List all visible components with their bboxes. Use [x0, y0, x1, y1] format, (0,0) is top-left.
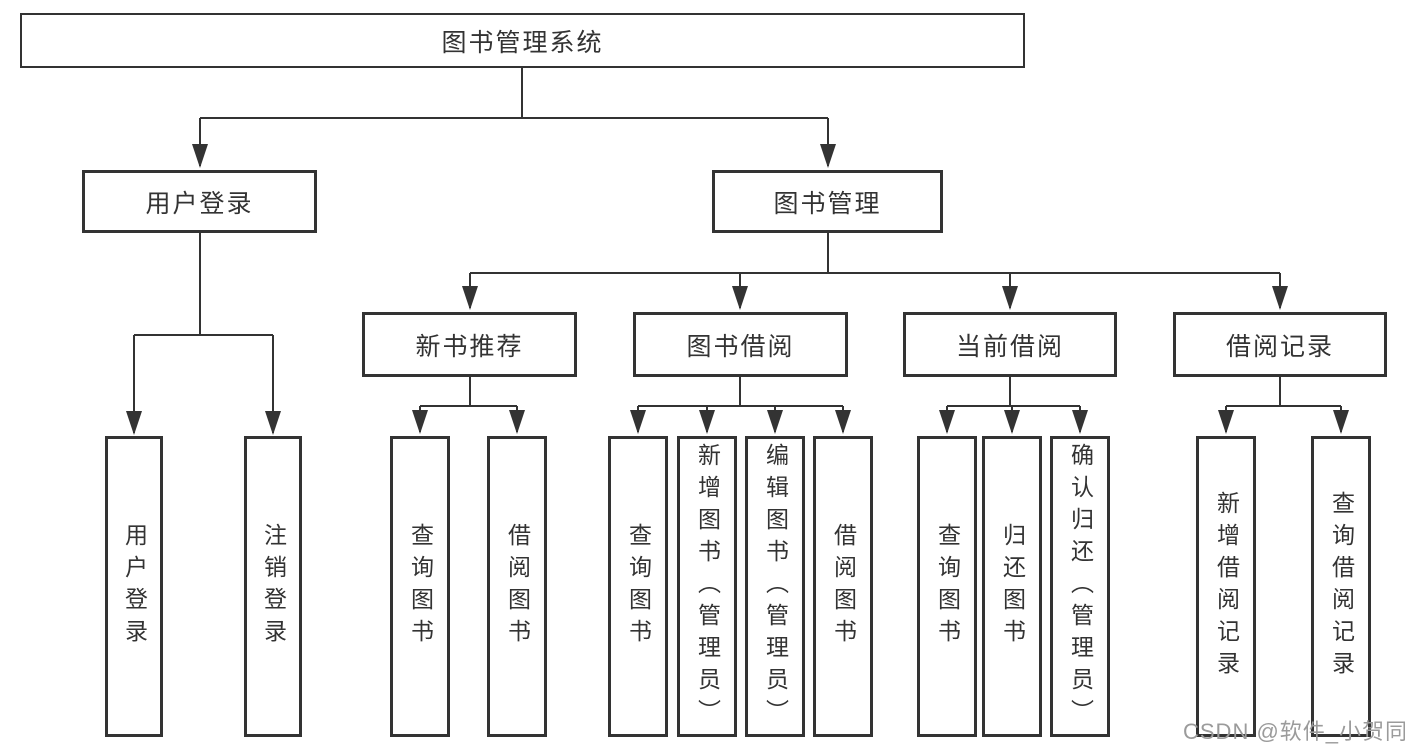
- leaf-add-book-admin-label: 新增图书（管理员）: [694, 442, 721, 731]
- leaf-borrow-book-1: 借阅图书: [487, 436, 547, 737]
- leaf-query-book-3: 查询图书: [917, 436, 977, 737]
- leaf-add-book-admin: 新增图书（管理员）: [677, 436, 737, 737]
- node-book-borrow: 图书借阅: [633, 312, 848, 377]
- node-borrow-records: 借阅记录: [1173, 312, 1387, 377]
- leaf-user-login: 用户登录: [105, 436, 163, 737]
- leaf-edit-book-admin-label: 编辑图书（管理员）: [762, 442, 789, 731]
- leaf-query-book-2: 查询图书: [608, 436, 668, 737]
- leaf-borrow-book-2-label: 借阅图书: [830, 522, 857, 651]
- leaf-query-book-1-label: 查询图书: [407, 522, 434, 651]
- leaf-logout: 注销登录: [244, 436, 302, 737]
- leaf-user-login-label: 用户登录: [121, 522, 148, 651]
- leaf-return-book: 归还图书: [982, 436, 1042, 737]
- node-new-book-recommend: 新书推荐: [362, 312, 577, 377]
- arrowheads: [126, 144, 1349, 435]
- node-current-borrow: 当前借阅: [903, 312, 1117, 377]
- watermark-text: CSDN @软件_小贺同学: [1183, 719, 1405, 744]
- node-user-login: 用户登录: [82, 170, 317, 233]
- leaf-borrow-book-2: 借阅图书: [813, 436, 873, 737]
- leaf-edit-book-admin: 编辑图书（管理员）: [745, 436, 805, 737]
- leaf-logout-label: 注销登录: [260, 522, 287, 651]
- leaf-add-borrow-record: 新增借阅记录: [1196, 436, 1256, 737]
- connector-path: [133, 68, 1342, 433]
- leaf-query-borrow-record-label: 查询借阅记录: [1328, 490, 1355, 683]
- leaf-query-book-3-label: 查询图书: [934, 522, 961, 651]
- node-book-management: 图书管理: [712, 170, 943, 233]
- leaf-query-book-2-label: 查询图书: [625, 522, 652, 651]
- leaf-confirm-return-admin-label: 确认归还（管理员）: [1067, 442, 1094, 731]
- leaf-borrow-book-1-label: 借阅图书: [504, 522, 531, 651]
- leaf-add-borrow-record-label: 新增借阅记录: [1213, 490, 1240, 683]
- leaf-query-borrow-record: 查询借阅记录: [1311, 436, 1371, 737]
- node-root: 图书管理系统: [20, 13, 1025, 68]
- leaf-confirm-return-admin: 确认归还（管理员）: [1050, 436, 1110, 737]
- leaf-query-book-1: 查询图书: [390, 436, 450, 737]
- leaf-return-book-label: 归还图书: [999, 522, 1026, 651]
